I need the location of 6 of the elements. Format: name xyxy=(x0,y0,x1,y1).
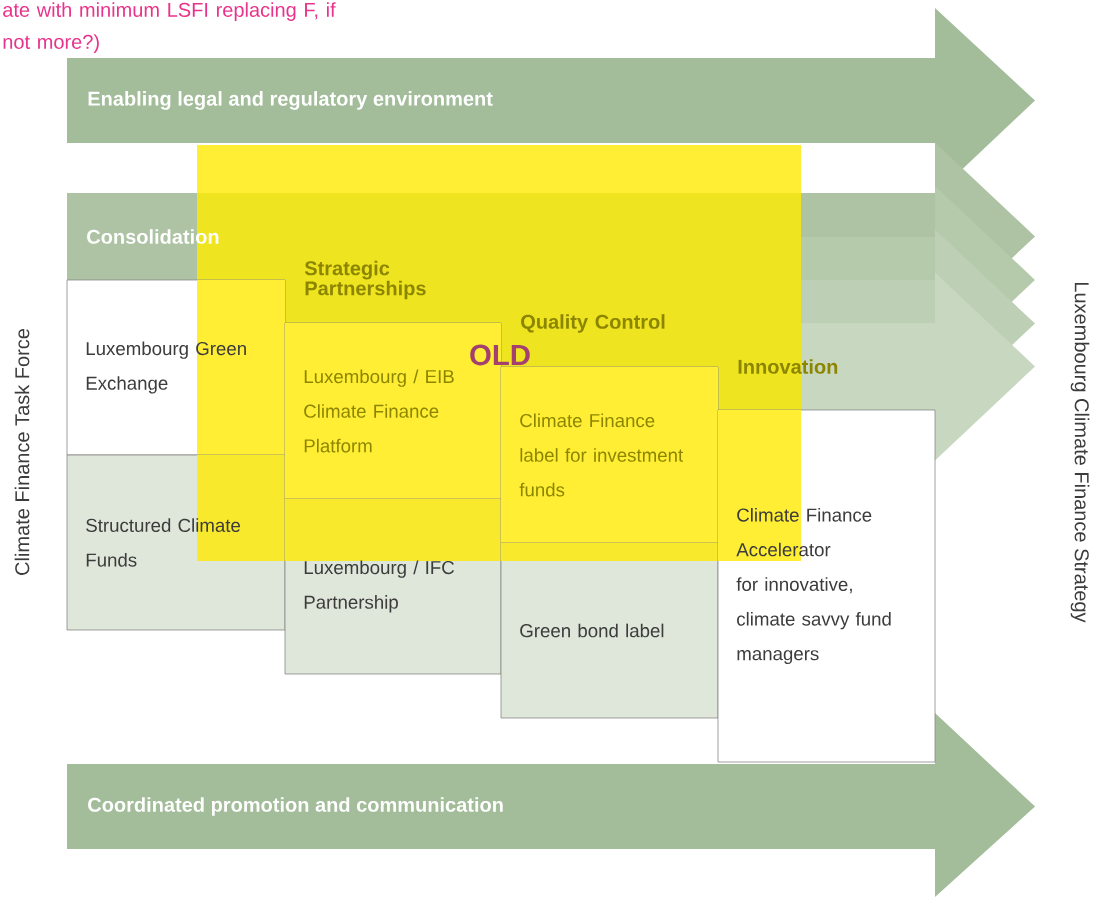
side-label: Luxembourg Climate Finance Strategy xyxy=(1070,283,1090,623)
text-cell: Luxembourg / IFC Partnership xyxy=(284,498,502,675)
side-label: Climate Finance Task Force xyxy=(14,329,30,575)
arrow-band: Coordinated promotion and communication xyxy=(67,713,1035,897)
text-cell: Green bond label xyxy=(500,542,719,719)
stamp-text: OLD xyxy=(470,344,530,366)
